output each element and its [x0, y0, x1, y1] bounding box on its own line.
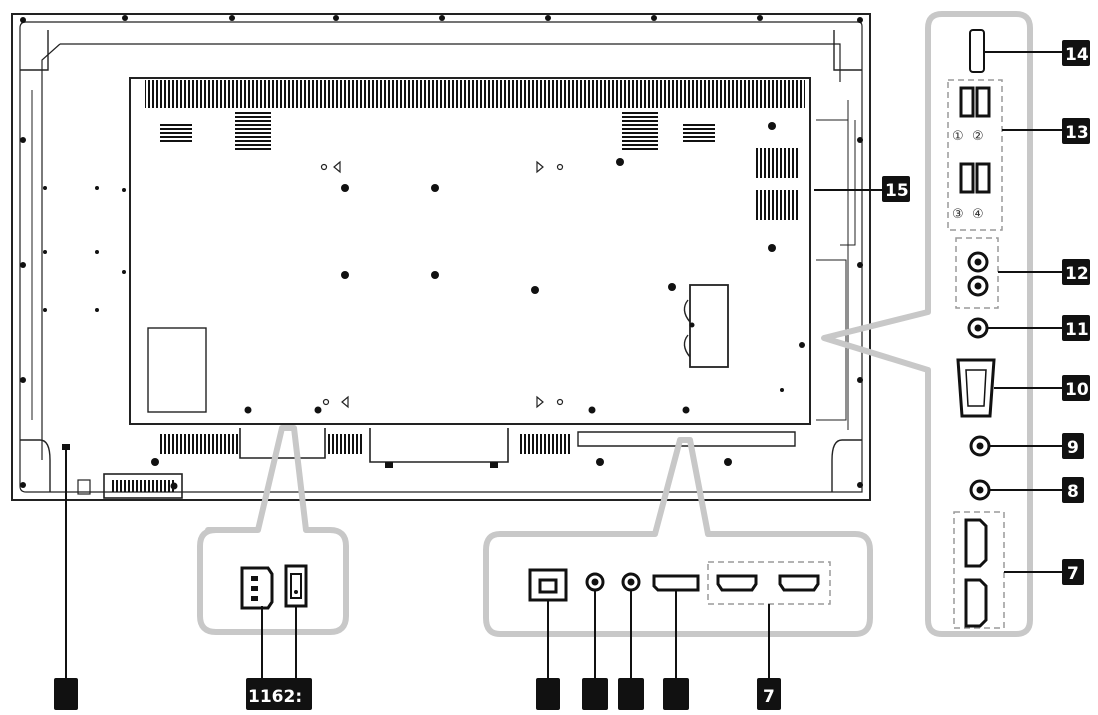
displayport-icon: [652, 574, 700, 592]
svg-text:11: 11: [1065, 320, 1089, 340]
callout-power-pair: 1162:: [246, 678, 312, 710]
rj45-port-icon: [528, 568, 568, 602]
svg-text:7: 7: [763, 687, 775, 707]
usb-port-icon: [975, 162, 991, 194]
ac-inlet-icon: [240, 566, 274, 610]
audio-jack-icon: [969, 435, 991, 457]
micro-slot-icon: [969, 29, 985, 73]
usb-port-numbers: ① ② ③ ④: [952, 129, 984, 222]
usb-number-1: ①: [952, 129, 964, 144]
rca-jack-icon: [967, 275, 989, 297]
usb-number-3: ③: [952, 207, 964, 222]
callout-blank-rj45: [536, 678, 560, 710]
hdmi-port-icon: [716, 574, 758, 592]
svg-text:13: 13: [1065, 123, 1089, 143]
bottom-io-connectors: [65, 450, 831, 678]
callout-12: 12: [1062, 259, 1090, 285]
callout-blank-dp: [663, 678, 689, 710]
zoom-leaders: [197, 11, 1033, 637]
usb-port-icon: [959, 162, 975, 194]
plate-holes: [43, 122, 805, 466]
power-connectors: [240, 564, 308, 678]
callout-badges: 14 13 15 12 11 10 9 8 7 1162: 7: [54, 40, 1090, 710]
callout-15: 15: [882, 176, 910, 202]
hdmi-port-icon: [964, 518, 988, 568]
callout-7-side: 7: [1062, 559, 1084, 585]
callout-11: 11: [1062, 315, 1090, 341]
audio-jack-icon: [969, 479, 991, 501]
rca-jack-icon: [967, 251, 989, 273]
usb-number-4: ④: [972, 207, 984, 222]
callout-blank-left: [54, 678, 78, 710]
callout-9: 9: [1062, 433, 1084, 459]
svg-text:15: 15: [885, 181, 909, 201]
usb-port-icon: [975, 86, 991, 118]
plate-markers: [320, 160, 564, 409]
svg-text:9: 9: [1067, 438, 1079, 458]
callout-blank-audio-1: [582, 678, 608, 710]
top-screws: [20, 15, 863, 488]
hdmi-port-icon: [964, 578, 988, 628]
callout-blank-audio-2: [618, 678, 644, 710]
audio-jack-icon: [967, 317, 989, 339]
callout-7-bottom: 7: [757, 678, 781, 710]
power-switch-icon: [284, 564, 308, 608]
callout-10: 10: [1062, 375, 1090, 401]
rear-plate: [129, 77, 811, 425]
side-io-connectors: [814, 29, 1062, 629]
bottom-vents: [62, 428, 796, 499]
usb-number-2: ②: [972, 129, 984, 144]
svg-text:12: 12: [1065, 264, 1089, 284]
callout-13: 13: [1062, 118, 1090, 144]
svg-text:10: 10: [1065, 380, 1089, 400]
svg-text:7: 7: [1067, 564, 1079, 584]
vga-port-icon: [956, 358, 996, 418]
usb-port-icon: [959, 86, 975, 118]
callout-14: 14: [1062, 40, 1090, 66]
svg-text:8: 8: [1067, 482, 1079, 502]
svg-text:1162:: 1162:: [248, 687, 302, 707]
callout-8: 8: [1062, 477, 1084, 503]
svg-text:14: 14: [1065, 45, 1089, 65]
hdmi-port-icon: [778, 574, 820, 592]
